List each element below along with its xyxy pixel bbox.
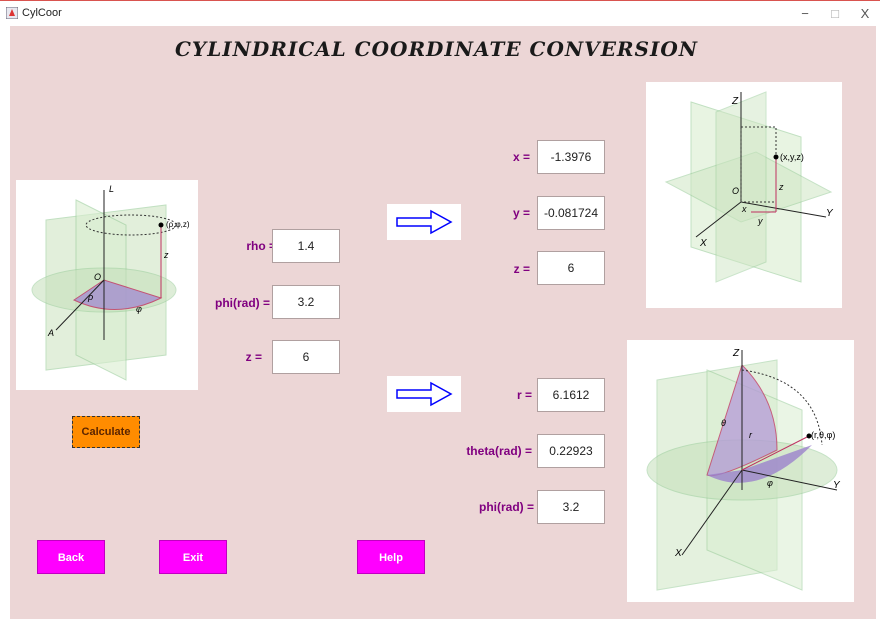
rho-label: rho = — [246, 239, 276, 253]
sph-phi-label: φ — [767, 478, 773, 488]
window-titlebar: CylCoor − □ X — [0, 0, 880, 27]
spherical-diagram: Z (r,θ,φ) θ r φ X Y — [627, 340, 854, 602]
cart-z-label: z — [779, 182, 784, 192]
exit-button[interactable]: Exit — [159, 540, 227, 574]
phi-input[interactable]: 3.2 — [272, 285, 340, 319]
cyl-point-label: (ρ,φ,z) — [166, 220, 190, 229]
java-app-icon — [6, 7, 18, 19]
cartesian-diagram: Z (x,y,z) O X Y x y z — [646, 82, 842, 308]
y-label: y = — [512, 206, 530, 220]
cart-x-label: x — [742, 204, 747, 214]
arrow-to-spherical — [387, 376, 461, 412]
back-button[interactable]: Back — [37, 540, 105, 574]
help-button[interactable]: Help — [357, 540, 425, 574]
phi-label: phi(rad) = — [214, 296, 270, 310]
phi-out-label: phi(rad) = — [478, 500, 534, 514]
maximize-button[interactable]: □ — [831, 6, 839, 21]
x-output[interactable]: -1.3976 — [537, 140, 605, 174]
z-output[interactable]: 6 — [537, 251, 605, 285]
cart-axis-y-label: Y — [826, 208, 833, 219]
cyl-z-label: z — [164, 250, 169, 260]
calculate-button[interactable]: Calculate — [72, 416, 140, 448]
sph-axis-y-label: Y — [833, 480, 840, 491]
theta-label: theta(rad) = — [466, 444, 532, 458]
page-title: CYLINDRICAL COORDINATE CONVERSION — [175, 37, 699, 61]
cart-point-label: (x,y,z) — [780, 152, 804, 162]
arrow-to-cartesian — [387, 204, 461, 240]
cyl-rho-label: ρ — [88, 292, 94, 302]
z-out-label: z = — [513, 262, 530, 276]
spherical-diagram-svg — [646, 350, 838, 591]
cylindrical-diagram-svg — [31, 190, 177, 381]
sph-r-label: r — [749, 430, 752, 440]
rho-input[interactable]: 1.4 — [272, 229, 340, 263]
z-label: z = — [245, 350, 262, 364]
cart-origin-label: O — [732, 186, 740, 196]
close-button[interactable]: X — [860, 6, 870, 21]
sph-point-label: (r,θ,φ) — [811, 430, 836, 440]
cartesian-diagram-svg — [664, 91, 833, 283]
cart-axis-x-label: X — [700, 238, 707, 249]
x-label: x = — [512, 150, 530, 164]
sph-axis-z-label: Z — [733, 348, 740, 359]
sph-axis-x-label: X — [675, 548, 682, 559]
cyl-axis-a-label: A — [48, 328, 55, 338]
window-title: CylCoor — [22, 7, 62, 19]
cylindrical-diagram: L (ρ,φ,z) O ρ φ z A — [16, 180, 198, 390]
r-output[interactable]: 6.1612 — [537, 378, 605, 412]
cyl-axis-label: L — [109, 184, 115, 194]
y-output[interactable]: -0.081724 — [537, 196, 605, 230]
theta-output[interactable]: 0.22923 — [537, 434, 605, 468]
right-arrow-icon — [396, 209, 453, 235]
right-arrow-icon — [396, 381, 453, 407]
cyl-phi-label: φ — [136, 304, 142, 314]
r-label: r = — [516, 388, 532, 402]
sph-theta-label: θ — [721, 418, 726, 428]
phi-output[interactable]: 3.2 — [537, 490, 605, 524]
main-panel: CYLINDRICAL COORDINATE CONVERSION L (ρ,φ… — [10, 26, 876, 619]
cart-y-label: y — [758, 216, 763, 226]
cyl-origin-label: O — [94, 272, 102, 282]
minimize-button[interactable]: − — [801, 6, 809, 21]
z-input[interactable]: 6 — [272, 340, 340, 374]
cart-axis-z-label: Z — [732, 96, 739, 107]
